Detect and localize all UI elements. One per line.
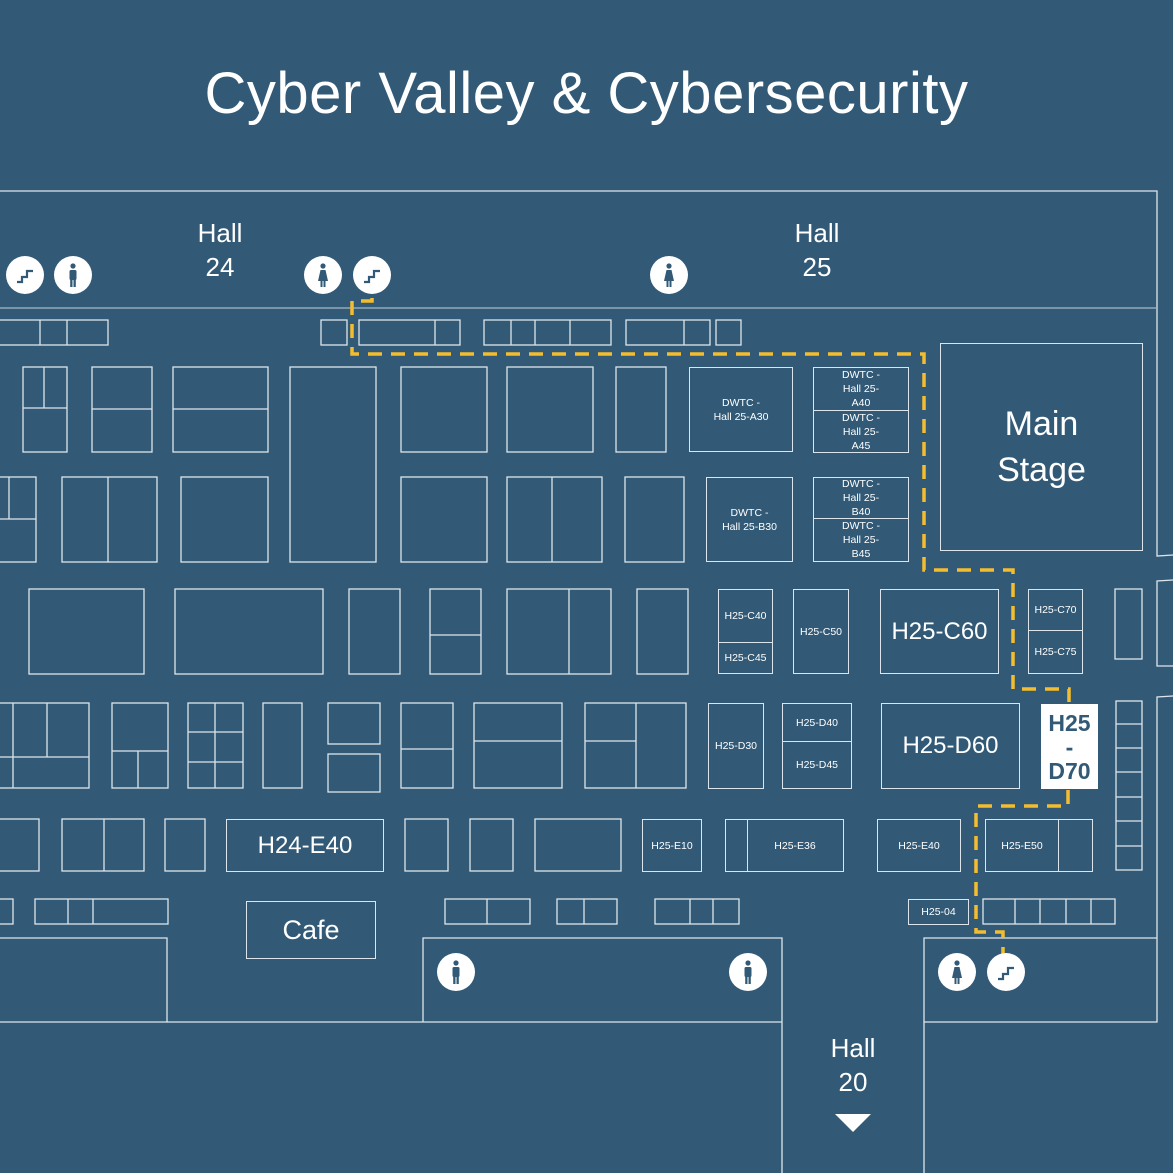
selected-booth-label-part: D70 [1048,757,1091,784]
booth-e50[interactable]: H25-E50 [985,819,1093,872]
booth-label: DWTC - Hall 25-A40 [842,369,880,409]
stairs-icon[interactable] [987,953,1025,991]
booth-label: DWTC - Hall 25-A45 [842,411,880,452]
booth-label: DWTC - Hall 25-A30 [713,396,769,423]
stairs-icon[interactable] [6,256,44,294]
booth-label: H25-C45 [724,652,767,664]
booth-c60[interactable]: H25-C60 [880,589,999,674]
booth-label: H25-D40 [795,716,839,729]
booth-c70[interactable]: H25-C70 [1028,589,1083,631]
booth-c75[interactable]: H25-C75 [1028,630,1083,674]
booth-label: H25-D60 [902,732,999,759]
booth-label: H25-E40 [898,839,940,852]
booth-b30[interactable]: DWTC - Hall 25-B30 [706,477,793,562]
hall-wall [0,937,168,1023]
booth-e36[interactable]: H25-E36 [725,819,844,872]
booth-b40[interactable]: DWTC - Hall 25-B40 [813,477,909,519]
booth-a40[interactable]: DWTC - Hall 25-A40 [813,367,909,411]
booth-d30[interactable]: H25-D30 [708,703,764,789]
booth-a30[interactable]: DWTC - Hall 25-A30 [689,367,793,452]
booth-h24-e40[interactable]: H24-E40 [226,819,384,872]
womens-restroom-icon[interactable] [304,256,342,294]
route-path [350,298,1071,705]
mens-restroom-icon[interactable] [54,256,92,294]
hall-wall [1156,579,1173,667]
booth-divider [747,820,748,871]
down-arrow-icon[interactable] [835,1114,871,1132]
cafe-label: Cafe [282,914,340,945]
hall-wall [422,937,783,1173]
booth-label: H25-C60 [891,617,988,645]
route-path [974,790,1070,955]
booth-h25-04[interactable]: H25-04 [908,899,969,925]
hall-name: Hall [197,218,243,248]
booth-label: H25-D30 [714,740,758,752]
booth-a45[interactable]: DWTC - Hall 25-A45 [813,410,909,453]
hall-wall [923,937,1157,1022]
hall-20-label[interactable]: Hall 20 [793,1031,913,1099]
booth-label: DWTC - Hall 25-B45 [842,520,880,560]
booth-label: H25-E36 [774,839,816,852]
cafe[interactable]: Cafe [246,901,376,959]
hall-25-label: Hall 25 [757,216,877,284]
booth-b45[interactable]: DWTC - Hall 25-B45 [813,518,909,562]
booth-d45[interactable]: H25-D45 [782,741,852,789]
booth-d60[interactable]: H25-D60 [881,703,1020,789]
hall-name: Hall [794,218,840,248]
booth-label: H25-E10 [651,839,693,852]
booth-d40[interactable]: H25-D40 [782,703,852,742]
womens-restroom-icon[interactable] [650,256,688,294]
booth-strip [0,319,742,346]
booth-label: H25-D45 [795,759,839,771]
booth-e10[interactable]: H25-E10 [642,819,702,872]
booth-label: H25-04 [921,906,956,918]
booth-label: DWTC - Hall 25-B40 [842,478,880,518]
booth-label: H25-C40 [724,610,767,622]
booth-label: H25-C50 [799,625,843,638]
main-stage[interactable]: Main Stage [940,343,1143,551]
selected-booth-label: H25-D70 [1042,705,1097,788]
hall-wall [923,695,1173,1173]
hall-number: 24 [205,252,235,282]
stairs-icon[interactable] [353,256,391,294]
booth-divider [1058,820,1059,871]
mens-restroom-icon[interactable] [729,953,767,991]
mens-restroom-icon[interactable] [437,953,475,991]
hall-number: 20 [838,1067,868,1097]
main-stage-label: Main Stage [997,405,1086,489]
selected-booth-label-part: - [1065,733,1074,760]
booth-e40[interactable]: H25-E40 [877,819,961,872]
booth-label: H24-E40 [257,831,353,859]
hall-number: 25 [802,252,832,282]
selected-booth-label-part: H25 [1048,709,1091,736]
hall-name: Hall [830,1033,876,1063]
booth-c40[interactable]: H25-C40 [718,589,773,643]
page-title: Cyber Valley & Cybersecurity [204,61,969,126]
hall-wall [0,190,1173,557]
booth-c45[interactable]: H25-C45 [718,642,773,674]
hall-24-label: Hall 24 [160,216,280,284]
womens-restroom-icon[interactable] [938,953,976,991]
booth-d70-selected[interactable]: H25-D70 [1041,704,1098,789]
booth-label: H25-C70 [1034,604,1077,616]
booth-label: H25-C75 [1034,646,1077,658]
booth-label: H25-E50 [1001,839,1043,852]
booth-label: DWTC - Hall 25-B30 [722,506,777,533]
booth-group [0,366,1143,925]
booth-c50[interactable]: H25-C50 [793,589,849,674]
